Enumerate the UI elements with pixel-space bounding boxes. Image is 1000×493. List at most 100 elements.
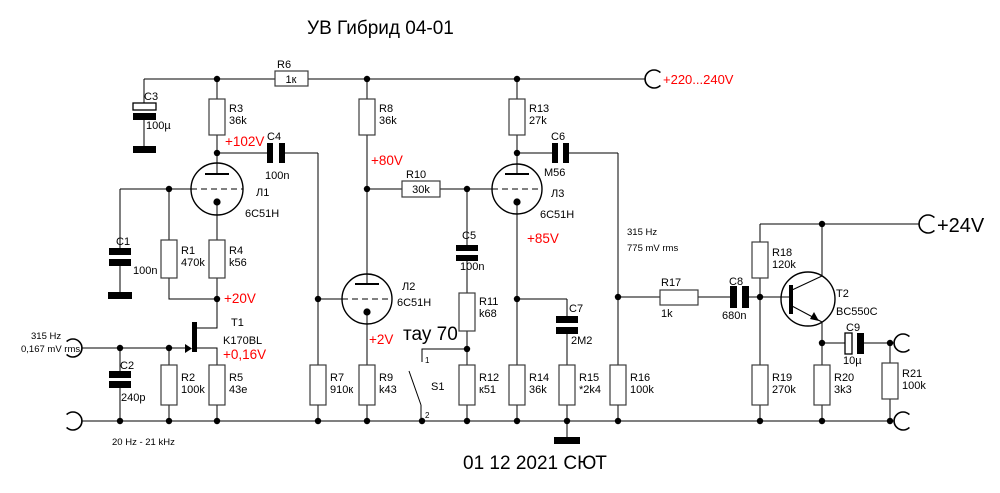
tube-type: 6C51H bbox=[540, 209, 574, 221]
tube-L2: Л2 6C51H bbox=[341, 273, 431, 325]
voltage-source-t1: +0,16V bbox=[223, 347, 266, 362]
voltage-node20: +20V bbox=[224, 291, 256, 306]
svg-text:120k: 120k bbox=[772, 259, 796, 271]
svg-text:к51: к51 bbox=[479, 384, 496, 396]
tube-ref: Л2 bbox=[402, 281, 415, 293]
output-connector bbox=[893, 333, 910, 353]
lv-supply-label: +24V bbox=[937, 215, 985, 237]
svg-text:C2: C2 bbox=[120, 360, 134, 372]
svg-text:240p: 240p bbox=[121, 392, 145, 404]
input-level: 0,167 mV rms bbox=[21, 344, 80, 355]
svg-text:k43: k43 bbox=[379, 384, 397, 396]
capacitor-C7 bbox=[556, 316, 578, 323]
svg-text:R9: R9 bbox=[379, 372, 393, 384]
cathode-dot bbox=[513, 198, 521, 206]
svg-text:100µ: 100µ bbox=[146, 120, 171, 132]
svg-text:43e: 43e bbox=[229, 384, 247, 396]
svg-text:R18: R18 bbox=[772, 247, 792, 259]
svg-text:R8: R8 bbox=[379, 103, 393, 115]
svg-text:k56: k56 bbox=[229, 257, 247, 269]
capacitor-C3-positive-plate bbox=[132, 102, 157, 111]
input-ground-connector bbox=[66, 411, 83, 431]
output-frequency: 315 Hz bbox=[627, 227, 657, 238]
svg-text:C6: C6 bbox=[551, 131, 565, 143]
hv-supply-label: +220...240V bbox=[663, 72, 734, 87]
capacitor-bodies bbox=[109, 102, 864, 388]
capacitor-C3 bbox=[133, 113, 156, 120]
capacitor-C6 bbox=[552, 143, 558, 163]
svg-text:680n: 680n bbox=[722, 310, 746, 322]
svg-text:100k: 100k bbox=[181, 384, 205, 396]
capacitor-C1 bbox=[109, 248, 131, 255]
transistor-type: BC550C bbox=[836, 306, 878, 318]
tube-L1: Л1 6C51H bbox=[190, 162, 279, 220]
tube-type: 6C51H bbox=[397, 297, 431, 309]
output-ground-connector bbox=[893, 411, 910, 431]
svg-text:R3: R3 bbox=[229, 103, 243, 115]
svg-text:470k: 470k bbox=[181, 257, 205, 269]
svg-text:R6: R6 bbox=[277, 59, 291, 71]
svg-text:R7: R7 bbox=[330, 372, 344, 384]
input-connector bbox=[66, 338, 83, 358]
svg-text:C7: C7 bbox=[569, 303, 583, 315]
svg-text:R16: R16 bbox=[630, 372, 650, 384]
svg-text:36k: 36k bbox=[379, 115, 397, 127]
resistor-R4 bbox=[208, 239, 226, 279]
switch-contact-2: 2 bbox=[425, 411, 430, 420]
resistor-R15 bbox=[558, 364, 576, 406]
tube-ref: Л1 bbox=[256, 187, 269, 199]
capacitor-C4 bbox=[267, 143, 273, 163]
tube-type: 6C51H bbox=[245, 208, 279, 220]
svg-text:R2: R2 bbox=[181, 372, 195, 384]
resistor-R6 bbox=[274, 70, 309, 87]
resistor-R18 bbox=[751, 241, 769, 279]
transistor-envelope bbox=[780, 271, 836, 327]
svg-text:100n: 100n bbox=[133, 265, 157, 277]
svg-text:36k: 36k bbox=[229, 115, 247, 127]
svg-text:100k: 100k bbox=[902, 380, 926, 392]
output-level: 775 mV rms bbox=[627, 243, 678, 254]
svg-text:3k3: 3k3 bbox=[834, 384, 852, 396]
ground-icon bbox=[554, 437, 580, 444]
connectors bbox=[66, 69, 935, 431]
svg-text:C9: C9 bbox=[846, 322, 860, 334]
resistor-R3 bbox=[208, 98, 226, 136]
transistor-ref: T2 bbox=[836, 288, 849, 300]
voltage-anode1: +102V bbox=[225, 134, 264, 149]
svg-text:C5: C5 bbox=[462, 230, 476, 242]
ground-icon bbox=[108, 292, 132, 299]
svg-text:10µ: 10µ bbox=[843, 355, 862, 367]
svg-text:270k: 270k bbox=[772, 384, 796, 396]
svg-text:R1: R1 bbox=[181, 245, 195, 257]
svg-text:1k: 1k bbox=[661, 308, 673, 320]
svg-text:27k: 27k bbox=[529, 115, 547, 127]
svg-text:R14: R14 bbox=[529, 372, 549, 384]
svg-text:C3: C3 bbox=[144, 91, 158, 103]
svg-text:C1: C1 bbox=[116, 236, 130, 248]
resistor-R13 bbox=[508, 98, 526, 136]
svg-text:30k: 30k bbox=[412, 184, 430, 196]
emitter-arrow bbox=[810, 312, 819, 321]
svg-text:*2k4: *2k4 bbox=[579, 384, 601, 396]
ground-icon bbox=[133, 146, 156, 153]
svg-text:R15: R15 bbox=[579, 372, 599, 384]
svg-text:36k: 36k bbox=[529, 384, 547, 396]
svg-text:R5: R5 bbox=[229, 372, 243, 384]
cathode-dot bbox=[213, 198, 221, 206]
schematic-title: УВ Гибрид 04-01 bbox=[307, 18, 454, 39]
resistor-R1 bbox=[160, 239, 178, 279]
svg-text:100n: 100n bbox=[265, 170, 289, 182]
resistor-R17 bbox=[659, 289, 699, 306]
voltage-cathode2: +2V bbox=[369, 332, 393, 347]
resistor-R16 bbox=[609, 364, 627, 406]
svg-text:C8: C8 bbox=[729, 276, 743, 288]
svg-text:1к: 1к bbox=[286, 74, 297, 86]
capacitor-C8 bbox=[730, 286, 737, 308]
base-bar bbox=[789, 285, 793, 314]
capacitor-C9 bbox=[857, 333, 864, 354]
resistor-R10 bbox=[401, 180, 441, 198]
capacitor-C2 bbox=[109, 371, 131, 378]
